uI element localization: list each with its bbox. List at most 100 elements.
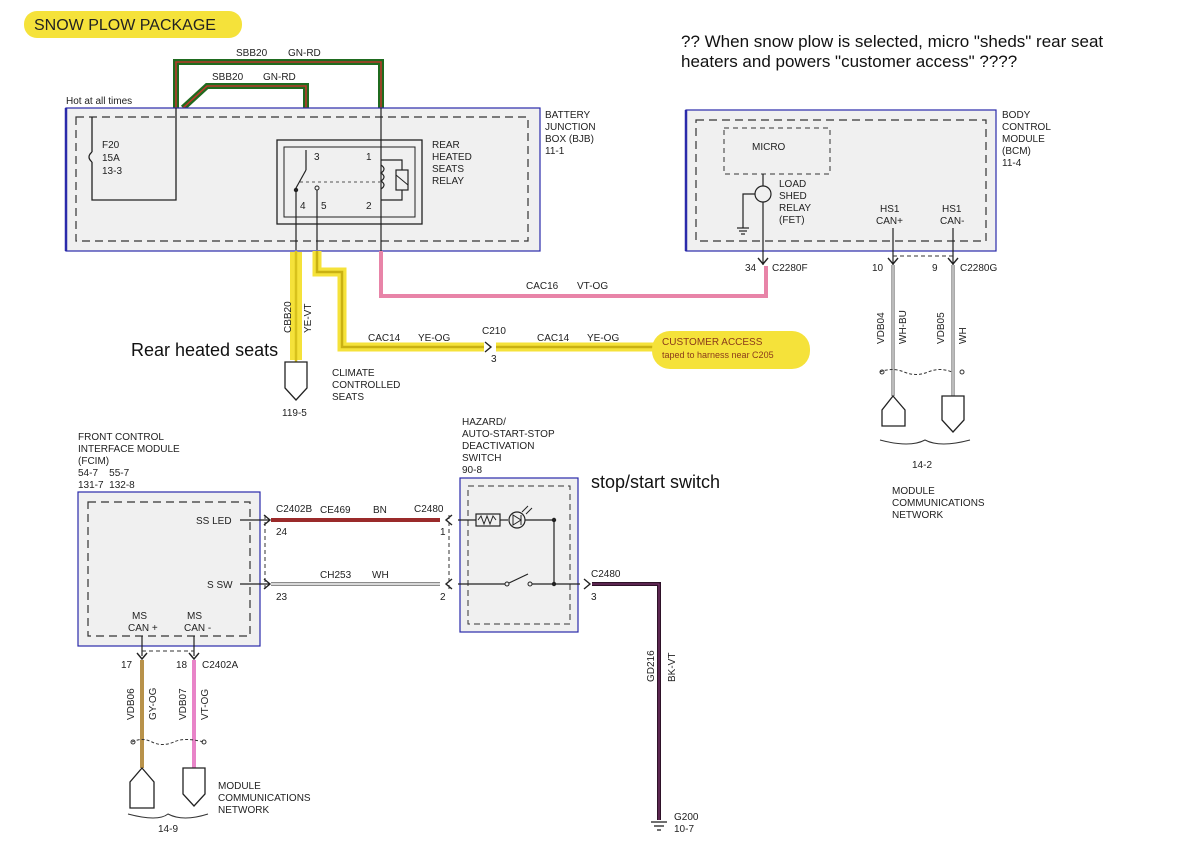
- c2480-a-pin: 1: [440, 527, 446, 538]
- title-highlight: [24, 11, 242, 38]
- bcm-name-4: (BCM): [1002, 146, 1031, 157]
- network-left-name-2: COMMUNICATIONS: [218, 793, 311, 804]
- cbb20-circuit: CBB20: [283, 301, 294, 333]
- hs1-can-plus-1: HS1: [880, 204, 900, 215]
- c2402a-connector-a: [136, 652, 148, 661]
- c2280g-connector-a: [887, 257, 899, 266]
- climate-seats-name-3: SEATS: [332, 392, 364, 403]
- c2280f-connector: [757, 257, 769, 266]
- body-control-module: [684, 109, 997, 265]
- fcim-name-5: 131-7 132-8: [78, 480, 135, 491]
- fuse-label-2: 15A: [102, 153, 120, 164]
- c2402b-pin-a: 24: [276, 527, 288, 538]
- cac14-a-color: YE-OG: [418, 333, 450, 344]
- fcim-name-3: (FCIM): [78, 456, 109, 467]
- fuse-label-1: F20: [102, 140, 120, 151]
- question-note-line1: ?? When snow plow is selected, micro "sh…: [681, 32, 1103, 51]
- c2402a-connector-b: [188, 652, 200, 661]
- hazard-name-5: 90-8: [462, 465, 482, 476]
- c2402a-pin-b: 18: [176, 660, 188, 671]
- c2402b-name: C2402B: [276, 504, 312, 515]
- hazard-name-1: HAZARD/: [462, 417, 506, 428]
- sbb20-outer-color: GN-RD: [288, 48, 321, 59]
- bjb-name-2: JUNCTION: [545, 122, 596, 133]
- hazard-switch: [458, 477, 580, 633]
- network-left-connector-b: [182, 767, 206, 807]
- network-left-connector-a: [129, 767, 155, 809]
- c2280f-name: C2280F: [772, 263, 808, 274]
- sbb20-inner-circuit: SBB20: [212, 72, 244, 83]
- relay-name-4: RELAY: [432, 176, 464, 187]
- c2402a-pin-a: 17: [121, 660, 133, 671]
- bjb-name-4: 11-1: [545, 146, 565, 157]
- hs1-can-plus-2: CAN+: [876, 216, 903, 227]
- network-right-connector-b: [941, 395, 965, 433]
- c2480-connector-a: [444, 514, 453, 526]
- c2402b-pin-b: 23: [276, 592, 288, 603]
- c2402b-connector-a: [263, 514, 272, 526]
- load-shed-1: LOAD: [779, 179, 806, 190]
- c2480-c-pin: 3: [591, 592, 597, 603]
- ch253-circuit: CH253: [320, 570, 352, 581]
- hot-at-all-times-label: Hot at all times: [66, 96, 132, 107]
- load-shed-3: RELAY: [779, 203, 811, 214]
- customer-access-note: taped to harness near C205: [662, 350, 774, 360]
- ms-can-plus-1: MS: [132, 611, 147, 622]
- c2280g-pin-b: 9: [932, 263, 938, 274]
- fcim-name-4: 54-7 55-7: [78, 468, 130, 479]
- page-title: SNOW PLOW PACKAGE: [34, 17, 216, 34]
- network-left-ref: 14-9: [158, 824, 178, 835]
- vdb04-circuit: VDB04: [876, 312, 887, 344]
- stop-start-switch-annotation: stop/start switch: [591, 472, 720, 492]
- network-right-name-3: NETWORK: [892, 510, 943, 521]
- load-shed-4: (FET): [779, 215, 805, 226]
- vdb05-color: WH: [958, 327, 969, 344]
- relay-pin-4: 4: [300, 201, 306, 212]
- network-right-connector-a: [881, 394, 906, 427]
- network-left-name-1: MODULE: [218, 781, 261, 792]
- relay-pin-5: 5: [321, 201, 327, 212]
- hazard-name-4: SWITCH: [462, 453, 501, 464]
- cbb20-color: YE-VT: [303, 304, 314, 333]
- c2402a-name: C2402A: [202, 660, 238, 671]
- c2402b-connector-b: [263, 578, 272, 590]
- fcim-name-2: INTERFACE MODULE: [78, 444, 180, 455]
- cac16-circuit: CAC16: [526, 281, 559, 292]
- ce469-color: BN: [373, 505, 387, 516]
- network-right-name-1: MODULE: [892, 486, 935, 497]
- sbb20-outer-circuit: SBB20: [236, 48, 268, 59]
- c2480-connector-b: [444, 578, 453, 590]
- ms-can-minus-1: MS: [187, 611, 202, 622]
- bcm-name-2: CONTROL: [1002, 122, 1051, 133]
- c210-pin: 3: [491, 354, 497, 365]
- gd216-wire: [592, 582, 661, 820]
- climate-seats-connector: [284, 361, 308, 401]
- cac16-wire: [379, 251, 768, 298]
- c2280g-name: C2280G: [960, 263, 997, 274]
- climate-seats-ref: 119-5: [282, 408, 307, 419]
- fuse-label-3: 13-3: [102, 166, 122, 177]
- bjb-name-1: BATTERY: [545, 110, 591, 121]
- s-sw-label: S SW: [207, 580, 233, 591]
- bjb-name-3: BOX (BJB): [545, 134, 594, 145]
- hs1-can-minus-1: HS1: [942, 204, 962, 215]
- relay-pin-2: 2: [366, 201, 372, 212]
- customer-access-highlight: [652, 331, 810, 369]
- relay-pin-1: 1: [366, 152, 372, 163]
- ch253-color: WH: [372, 570, 389, 581]
- relay-name-2: HEATED: [432, 152, 472, 163]
- vdb07-color: VT-OG: [200, 689, 211, 720]
- bcm-name-3: MODULE: [1002, 134, 1045, 145]
- sbb20-inner-color: GN-RD: [263, 72, 296, 83]
- front-control-interface-module: [77, 491, 270, 656]
- network-left-name-3: NETWORK: [218, 805, 269, 816]
- load-shed-2: SHED: [779, 191, 807, 202]
- cac16-color: VT-OG: [577, 281, 608, 292]
- c2480-a-name: C2480: [414, 504, 444, 515]
- hazard-name-2: AUTO-START-STOP: [462, 429, 555, 440]
- hs1-can-minus-2: CAN-: [940, 216, 964, 227]
- customer-access-title: CUSTOMER ACCESS: [662, 337, 763, 348]
- cac14-wire: [315, 251, 484, 349]
- ce469-circuit: CE469: [320, 505, 351, 516]
- fcim-name-1: FRONT CONTROL: [78, 432, 164, 443]
